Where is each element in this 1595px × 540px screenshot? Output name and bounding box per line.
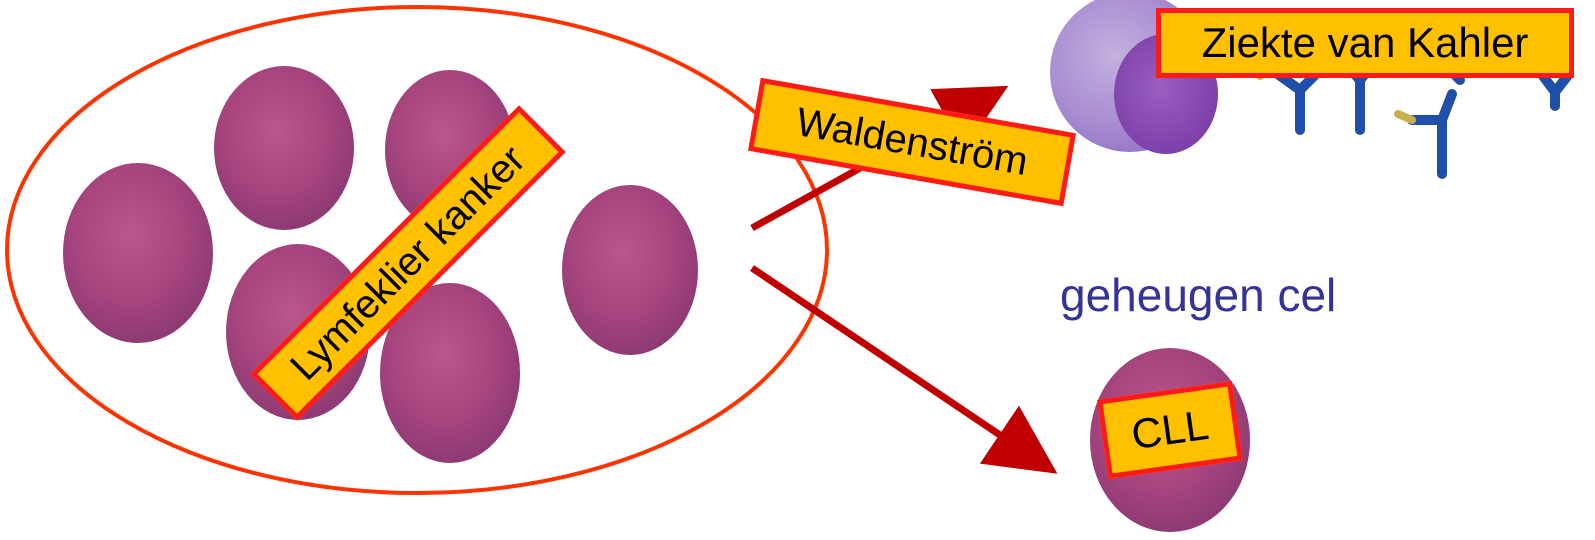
lymphocyte-cell-icon <box>562 185 698 355</box>
cll-text: CLL <box>1129 404 1211 456</box>
memory-cell-caption: geheugen cel <box>1060 268 1336 322</box>
ziekte-van-kahler-text: Ziekte van Kahler <box>1202 22 1529 64</box>
lymphocyte-cell-icon <box>63 163 213 343</box>
antibody-icon <box>1543 74 1569 106</box>
lymphocyte-cell-icon <box>214 66 354 230</box>
arrow-to-cll <box>752 268 1040 462</box>
ziekte-van-kahler-label: Ziekte van Kahler <box>1156 8 1574 78</box>
antibody-icon <box>1398 94 1452 174</box>
